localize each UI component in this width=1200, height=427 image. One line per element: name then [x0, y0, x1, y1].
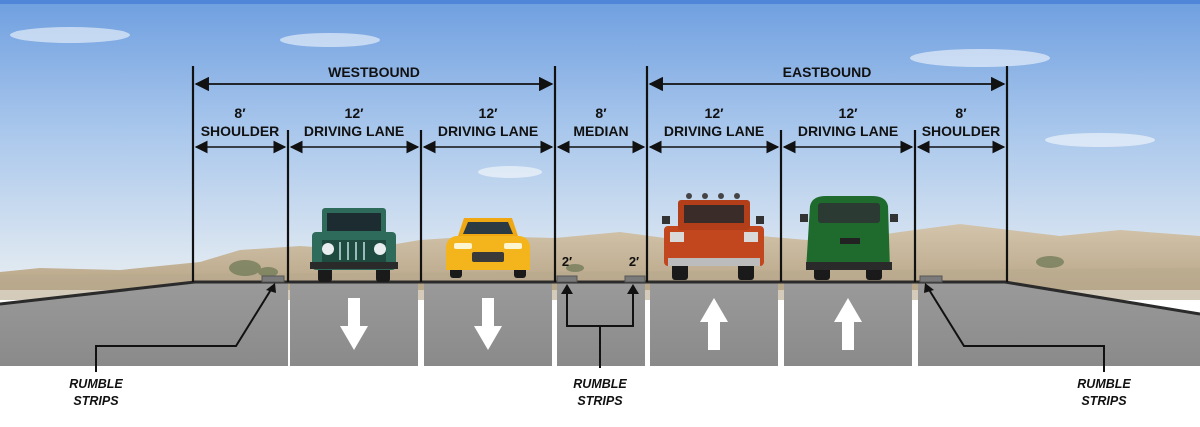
eb-lane-1-name: DRIVING LANE — [664, 123, 764, 139]
surface-edge — [0, 280, 1200, 316]
up-arrow-icon — [700, 298, 728, 350]
wb-shoulder-name: SHOULDER — [201, 123, 280, 139]
wb-lane-2-name: DRIVING LANE — [438, 123, 538, 139]
eb-shoulder-name: SHOULDER — [922, 123, 1001, 139]
down-arrow-icon — [474, 298, 502, 350]
segment-labels: 8′ SHOULDER 12′ DRIVING LANE 12′ DRIVING… — [201, 105, 1001, 139]
rumble-strips-left-line2: STRIPS — [73, 394, 119, 408]
rumble-callout-lines — [95, 287, 1105, 372]
westbound-label: WESTBOUND — [328, 64, 420, 80]
lane-direction-arrows — [340, 298, 862, 350]
rumble-strips-right-line2: STRIPS — [1081, 394, 1127, 408]
sedan-vehicle-icon — [446, 218, 530, 278]
eb-shoulder-width: 8′ — [955, 105, 967, 121]
jeep-vehicle-icon — [310, 208, 398, 282]
boundary-lines — [191, 66, 1009, 282]
rumble-strip-median-right — [624, 275, 646, 283]
wb-lane-1-width: 12′ — [345, 105, 365, 121]
wb-shoulder-width: 8′ — [234, 105, 246, 121]
median-offset-right: 2′ — [629, 254, 639, 269]
clouds — [10, 27, 1155, 178]
eastbound-label: EASTBOUND — [783, 64, 872, 80]
eb-lane-2-width: 12′ — [839, 105, 859, 121]
rumble-callout-arrowheads — [266, 283, 934, 294]
rumble-strip-right — [919, 275, 943, 283]
shrubs — [229, 256, 1064, 277]
up-arrow-icon — [834, 298, 862, 350]
rumble-strip-median-left — [556, 275, 578, 283]
wb-lane-1-name: DRIVING LANE — [304, 123, 404, 139]
median-width: 8′ — [595, 105, 607, 121]
eb-lane-1-width: 12′ — [705, 105, 725, 121]
eb-lane-2-name: DRIVING LANE — [798, 123, 898, 139]
rumble-strips-left-line1: RUMBLE — [69, 377, 123, 391]
rumble-strip-left — [261, 275, 285, 283]
top-band — [0, 0, 1200, 4]
pickup-truck-vehicle-icon — [662, 193, 764, 280]
median-offset-left: 2′ — [562, 254, 572, 269]
van-vehicle-icon — [800, 196, 898, 280]
wb-lane-2-width: 12′ — [479, 105, 499, 121]
rumble-strips-right-line1: RUMBLE — [1077, 377, 1131, 391]
rumble-strips-center-line2: STRIPS — [577, 394, 623, 408]
rumble-strips-center-line1: RUMBLE — [573, 377, 627, 391]
down-arrow-icon — [340, 298, 368, 350]
median-name: MEDIAN — [573, 123, 628, 139]
